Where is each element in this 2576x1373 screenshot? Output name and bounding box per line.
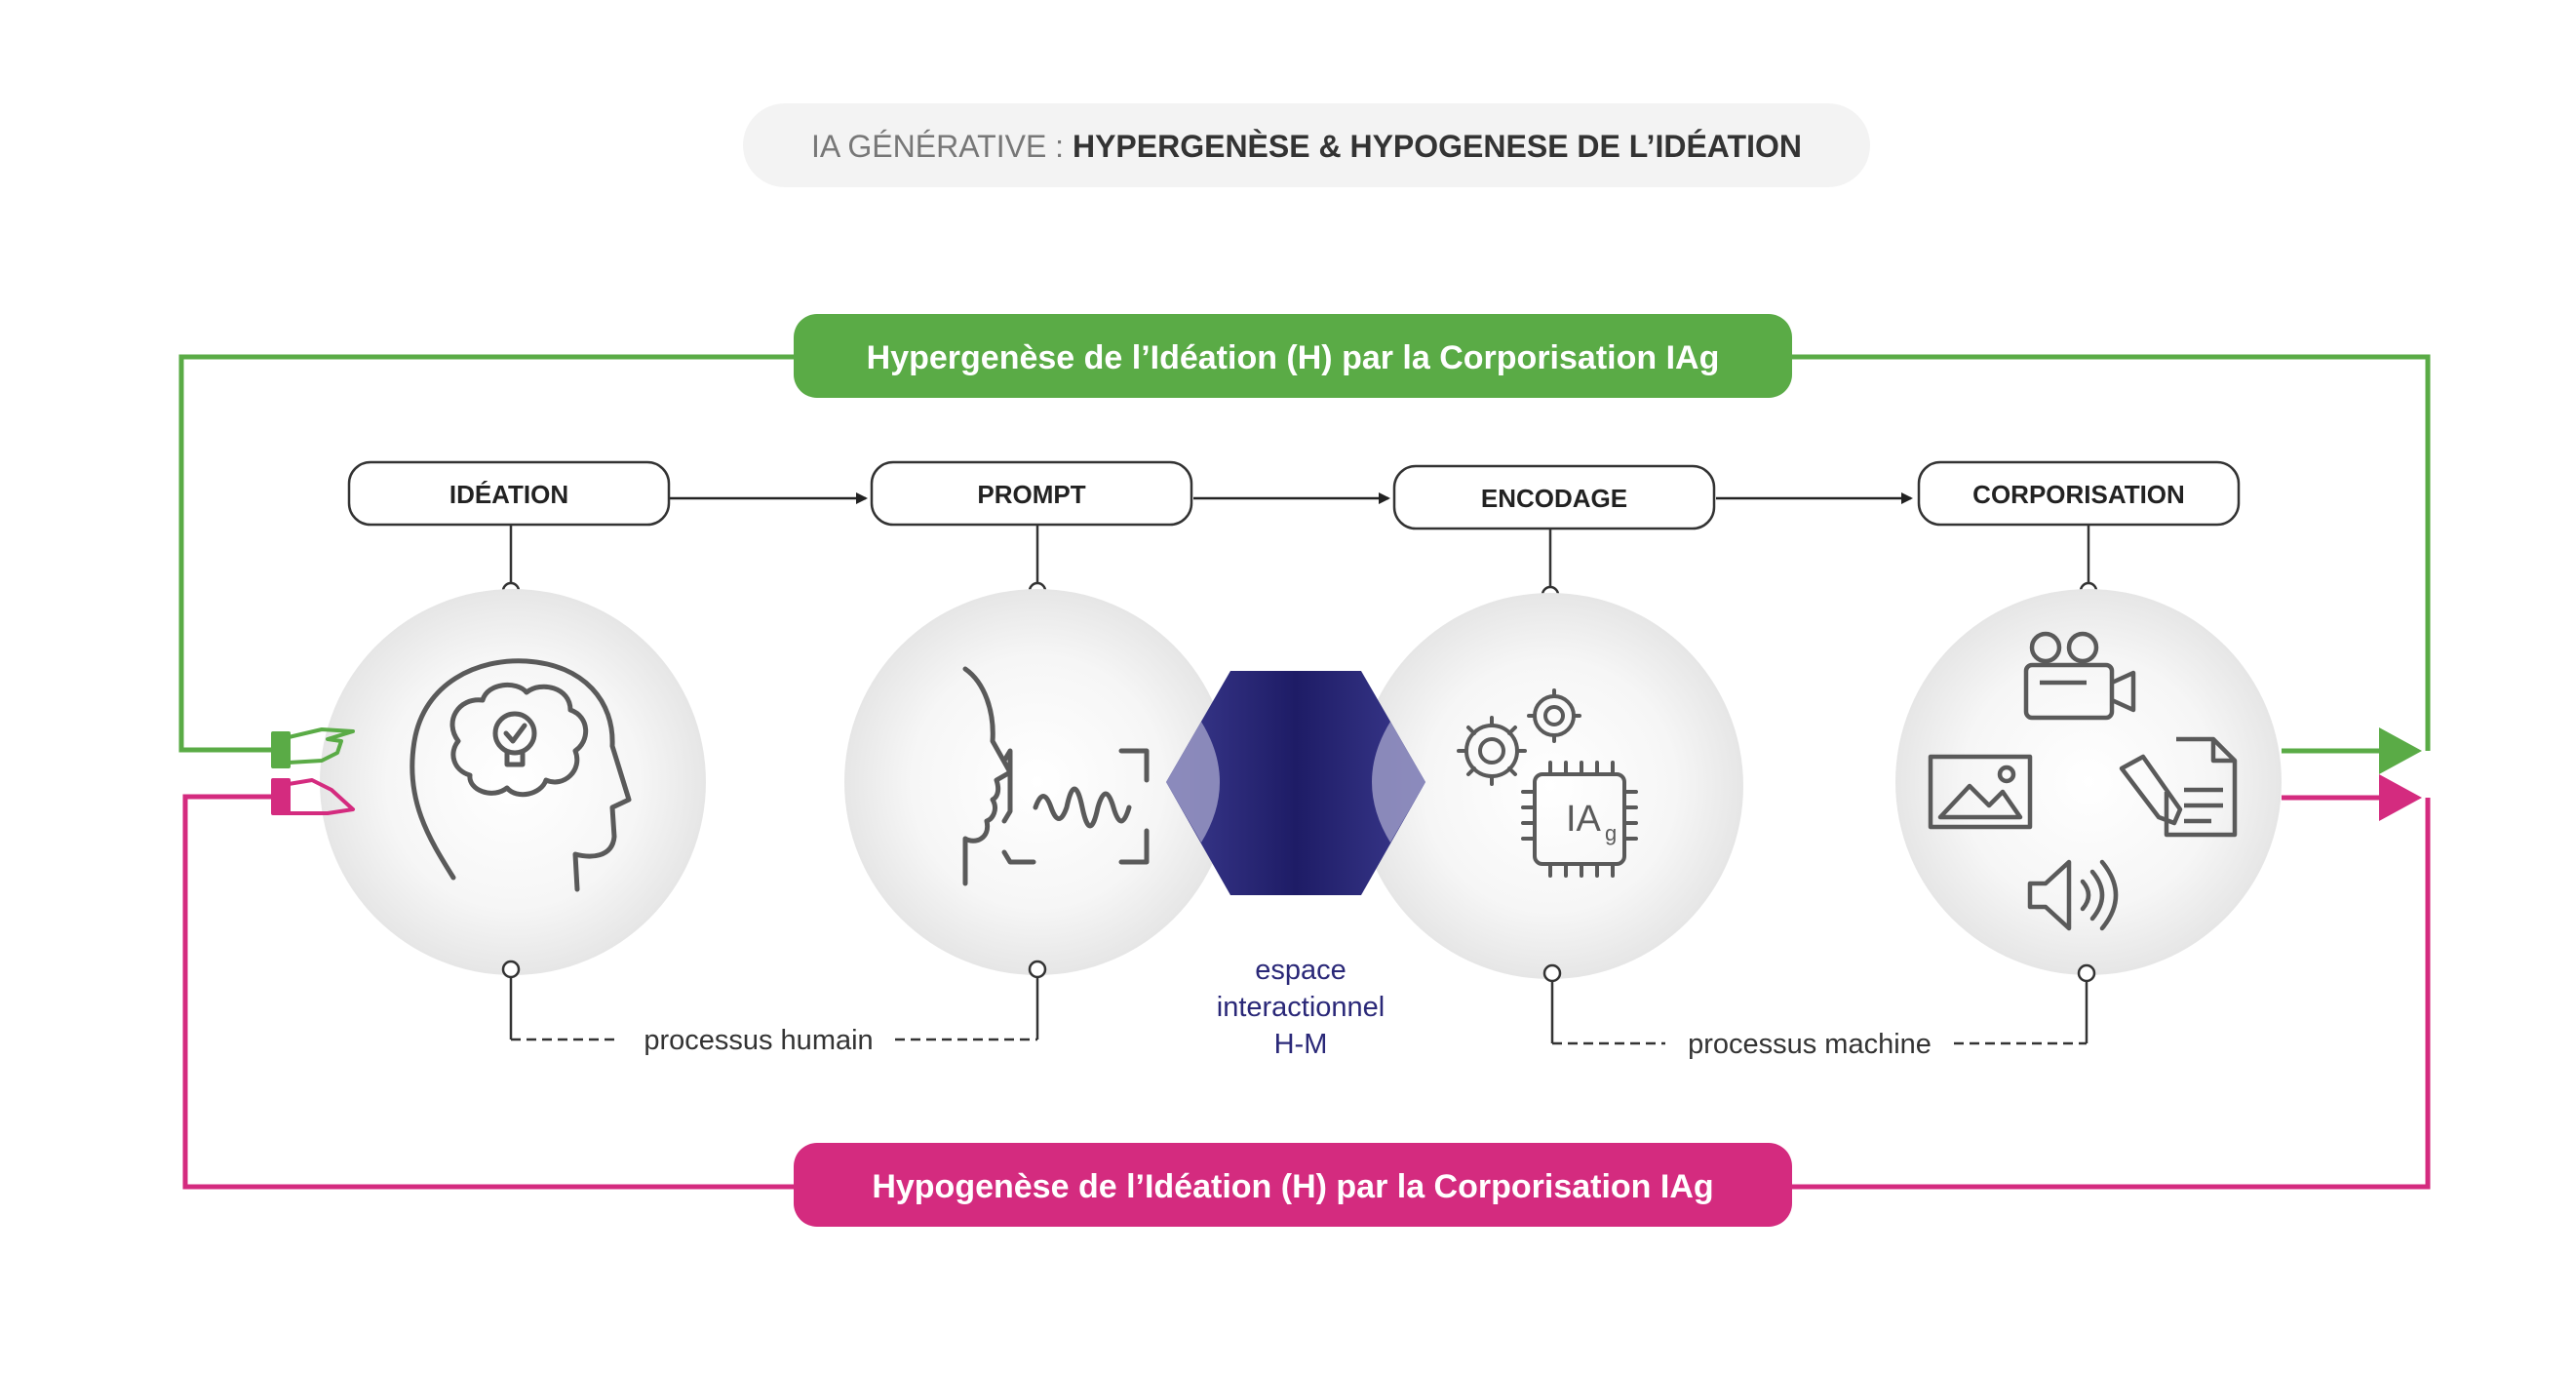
title-main: HYPERGENÈSE & HYPOGENESE DE L’IDÉATION bbox=[1073, 129, 1802, 164]
hypogenese-label: Hypogenèse de l’Idéation (H) par la Corp… bbox=[872, 1168, 1713, 1205]
pointing-hand-green-icon bbox=[271, 727, 355, 768]
title-prefix: IA GÉNÉRATIVE : bbox=[811, 129, 1073, 164]
encodage-circle bbox=[1357, 593, 1743, 979]
gears-ai-chip-icon bbox=[1457, 688, 1638, 878]
svg-text:espace: espace bbox=[1255, 955, 1347, 986]
ai-chip-subscript: g bbox=[1605, 821, 1617, 845]
step-box-ideation: IDÉATION bbox=[347, 460, 671, 527]
image-icon bbox=[1928, 754, 2033, 830]
svg-text:interactionnel: interactionnel bbox=[1217, 992, 1386, 1023]
machine-process-label: processus machine bbox=[1688, 1029, 1932, 1060]
pointing-hand-magenta-icon bbox=[271, 778, 355, 815]
green-arrowhead bbox=[2379, 727, 2422, 774]
speaker-icon bbox=[2027, 859, 2119, 931]
hypergenese-loop: Hypergenèse de l’Idéation (H) par la Cor… bbox=[178, 314, 2431, 774]
svg-text:IA GÉNÉRATIVE : HYPERGENÈSE &: IA GÉNÉRATIVE : HYPERGENÈSE & HYPOGENESE… bbox=[811, 129, 1802, 164]
box-connectors bbox=[501, 525, 2098, 605]
video-camera-icon bbox=[2023, 631, 2136, 721]
hypogenese-banner bbox=[794, 1143, 1792, 1227]
speaking-face-voice-icon bbox=[962, 666, 1150, 886]
human-process-bracket bbox=[501, 960, 1047, 1041]
svg-text:PROMPT: PROMPT bbox=[977, 480, 1085, 509]
ideation-circle bbox=[320, 589, 706, 975]
svg-text:CORPORISATION: CORPORISATION bbox=[1972, 480, 2185, 509]
hypergenese-banner bbox=[794, 314, 1792, 398]
interaction-space-hexagon bbox=[1166, 671, 1425, 895]
corporisation-circle bbox=[1895, 589, 2282, 975]
title-banner: IA GÉNÉRATIVE : HYPERGENÈSE & HYPOGENESE… bbox=[743, 103, 1870, 187]
hypogenese-loop: Hypogenèse de l’Idéation (H) par la Corp… bbox=[182, 774, 2431, 1227]
machine-process-bracket bbox=[1542, 963, 2096, 1045]
prompt-circle bbox=[844, 589, 1230, 975]
svg-text:IDÉATION: IDÉATION bbox=[449, 480, 568, 509]
document-pen-icon bbox=[2119, 736, 2238, 838]
human-process-label: processus humain bbox=[644, 1025, 873, 1056]
brain-lightbulb-head-icon bbox=[410, 658, 632, 892]
step-box-corporisation: CORPORISATION bbox=[1917, 460, 2241, 527]
hypergenese-label: Hypergenèse de l’Idéation (H) par la Cor… bbox=[867, 339, 1720, 376]
step-box-encodage: ENCODAGE bbox=[1392, 464, 1716, 530]
interaction-space-label: espace interactionnel H-M bbox=[1217, 955, 1386, 1060]
svg-text:ENCODAGE: ENCODAGE bbox=[1481, 484, 1627, 513]
svg-text:H-M: H-M bbox=[1274, 1029, 1328, 1060]
step-box-prompt: PROMPT bbox=[870, 460, 1193, 527]
magenta-arrowhead bbox=[2379, 774, 2422, 821]
ai-chip-label: IA bbox=[1566, 799, 1602, 840]
